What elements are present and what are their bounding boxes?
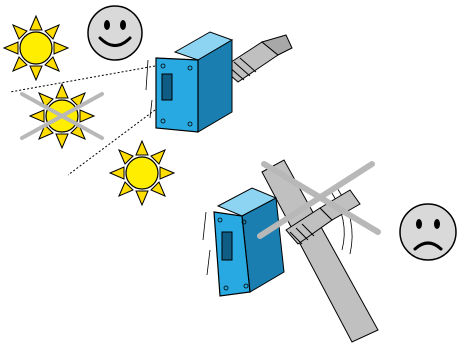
cable-icon (285, 189, 361, 245)
cross-out-mark (20, 92, 104, 140)
smiley-sad-icon (399, 203, 457, 261)
photoelectric-sensor-icon (202, 159, 381, 343)
sun-icon (3, 15, 69, 81)
field-of-view-lines (9, 65, 156, 176)
sun-icon (109, 140, 175, 206)
cross-out-mark (257, 161, 381, 239)
sun-crossed (20, 83, 104, 149)
photoelectric-sensor-icon (145, 31, 293, 133)
smiley-happy-icon (87, 5, 143, 61)
